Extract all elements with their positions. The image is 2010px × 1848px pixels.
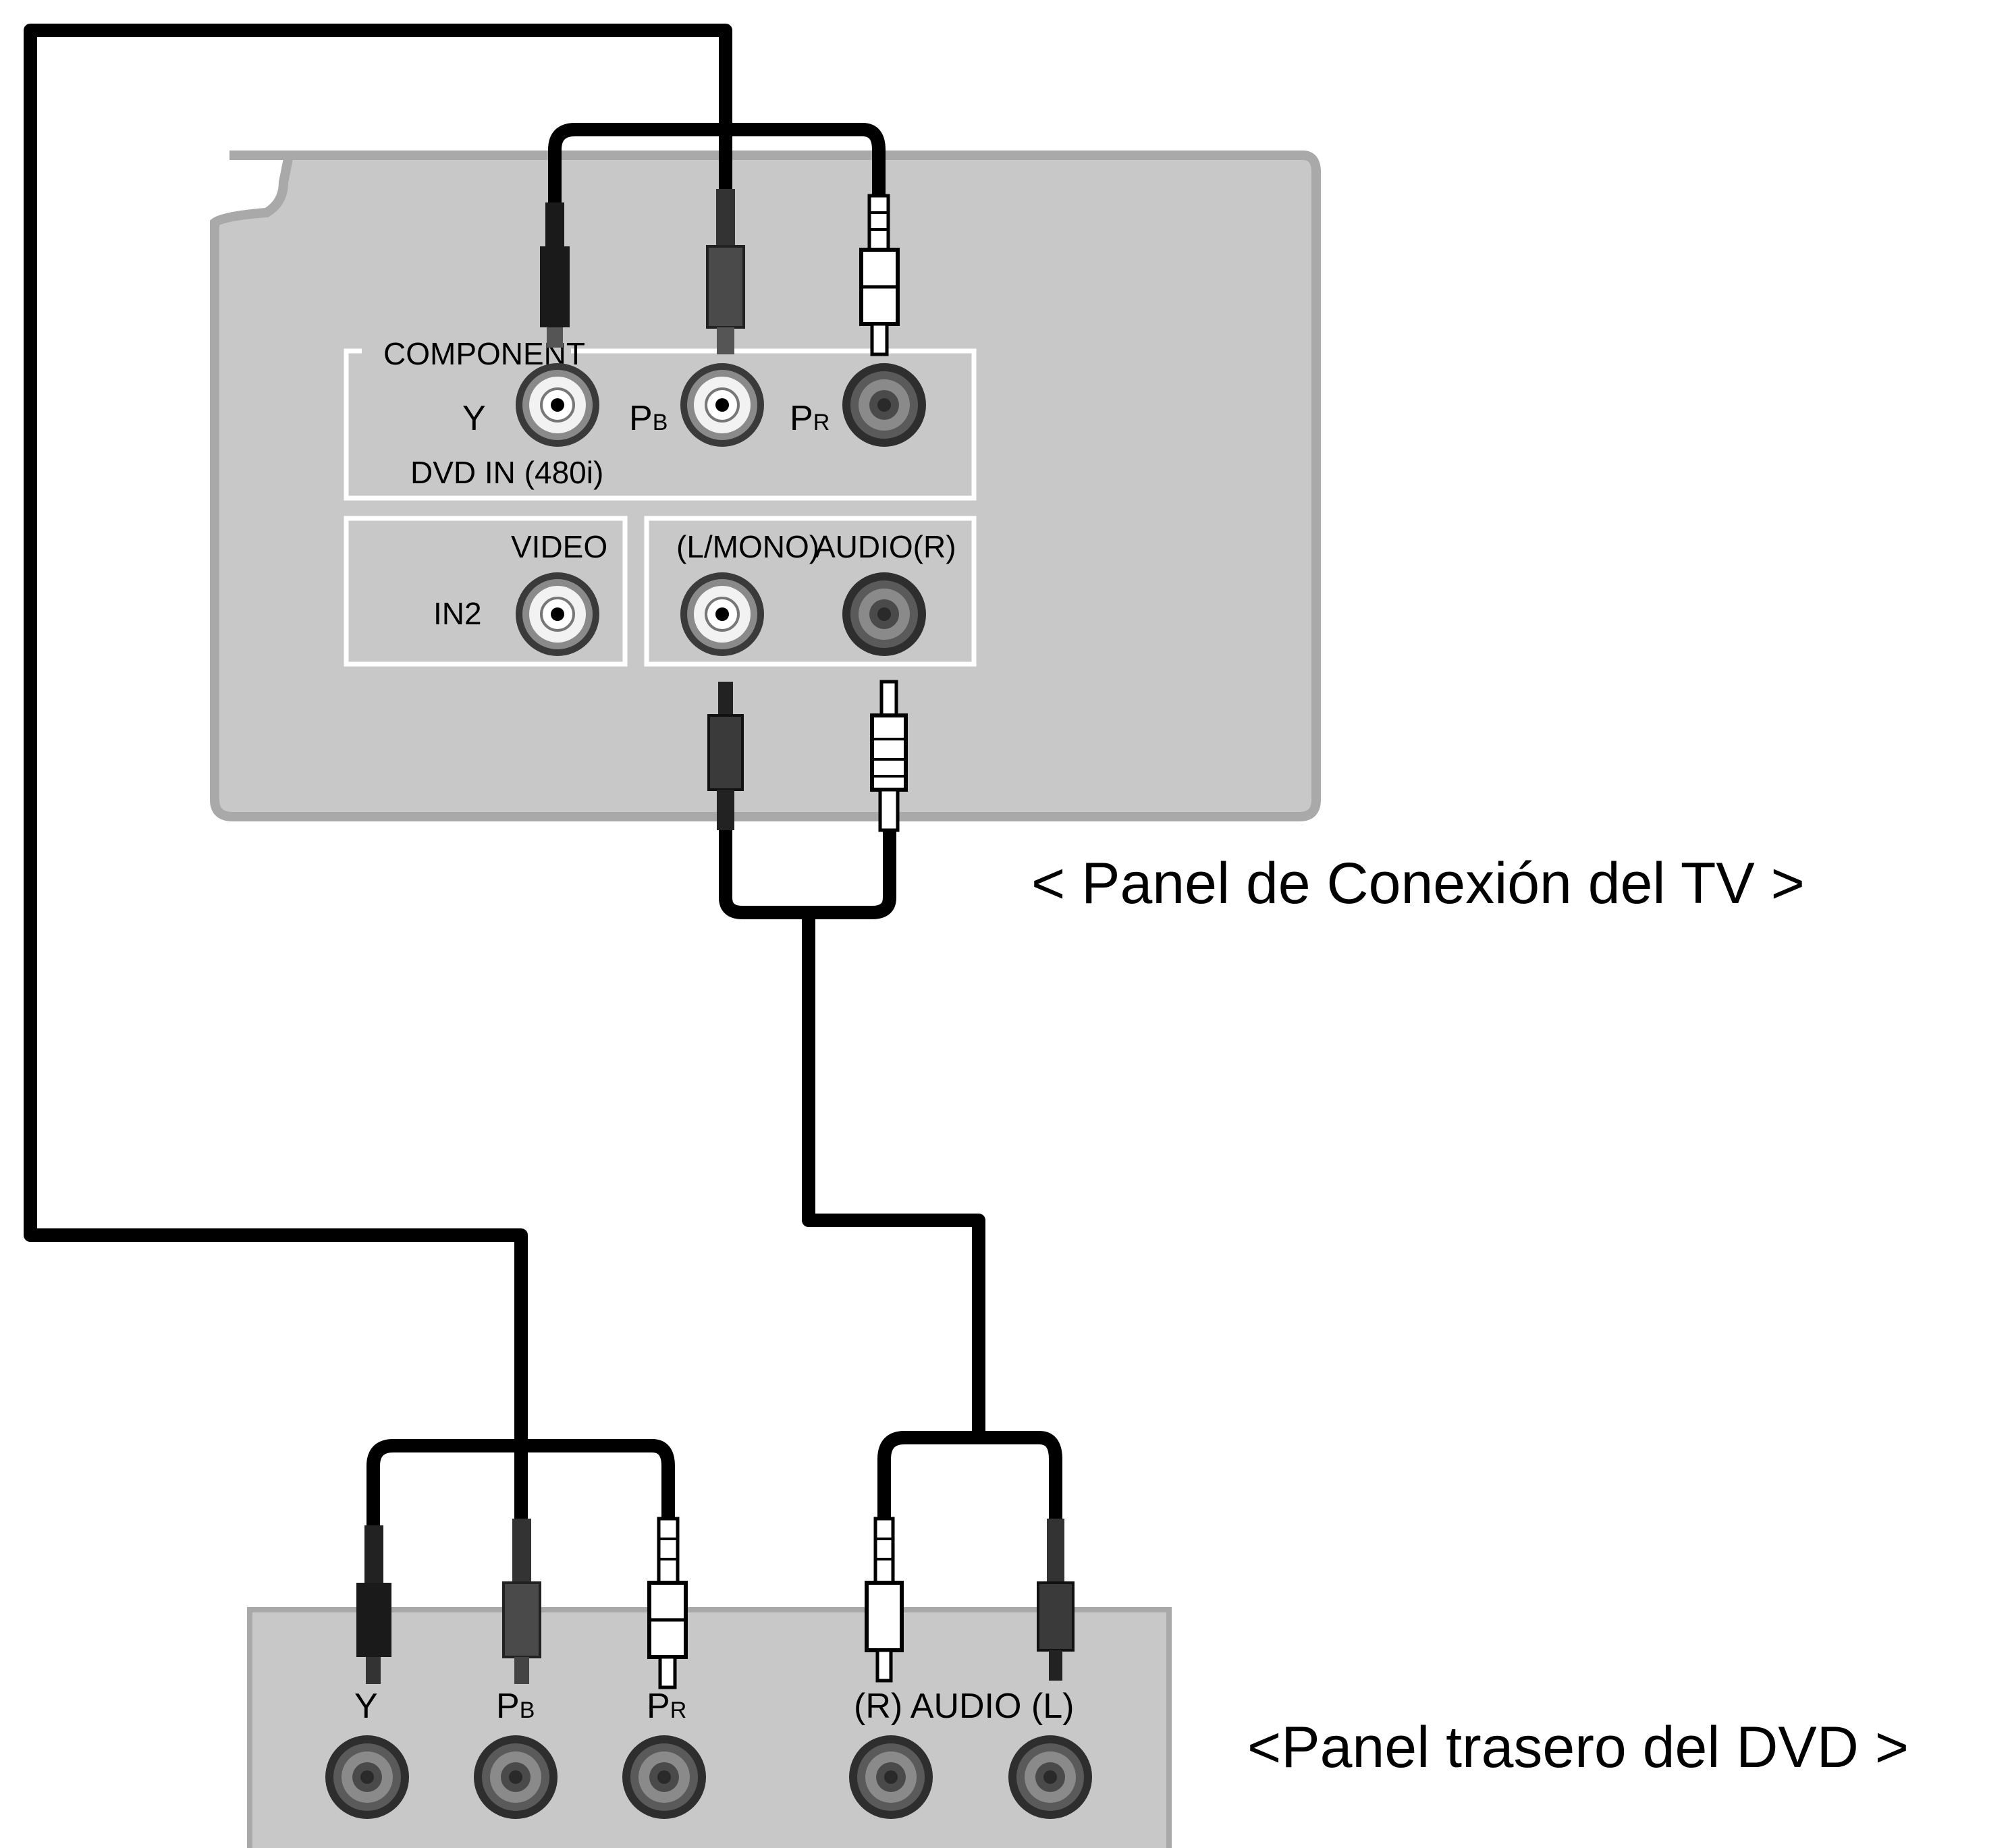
tv-pb-label: PB [629,399,668,438]
tv-panel-caption: < Panel de Conexión del TV > [1031,851,1805,916]
dvd-plugs [356,1517,1075,1689]
component-box [344,348,977,501]
in2-label: IN2 [433,596,482,631]
dvd-pr-label: PR [647,1687,686,1726]
video-box [344,516,628,667]
tv-panel-body [210,151,1321,821]
dvd-labels: Y PB PR (R) AUDIO (L) [354,1687,1074,1726]
video-input-group: VIDEO IN2 [344,516,628,667]
tv-plugs [540,189,908,832]
dvd-jack-pr [622,1735,706,1819]
dvd-pb-label: PB [496,1687,535,1726]
tv-jack-pb [680,363,764,447]
dvd-panel-body [247,1607,1172,1848]
tv-y-label: Y [462,399,486,438]
dvd-jack-audio-r [849,1735,933,1819]
dvd-in-label: DVD IN (480i) [410,455,603,490]
audio-r-label: AUDIO(R) [815,529,956,564]
cable-dvd-audio-loop [877,1431,1062,1525]
cables [24,24,1062,1539]
tv-jack-audio-l [680,572,764,656]
audio-l-mono-label: (L/MONO) [676,529,819,564]
dvd-plug-audio-l [1037,1519,1075,1681]
tv-jacks [516,363,926,656]
cable-tv-component-loop [548,123,886,250]
dvd-plug-pr [647,1517,688,1689]
tv-pr-label: PR [790,399,830,438]
dvd-panel-caption: <Panel trasero del DVD > [1247,1715,1909,1780]
tv-plug-audio-r [870,680,908,832]
dvd-jack-y [325,1735,409,1819]
tv-plug-pr [859,194,900,356]
component-input-group: COMPONENT Y PB PR DVD IN (480i) [344,336,977,501]
cable-tv-audio-loop [719,817,896,919]
dvd-plug-pb [502,1519,541,1684]
dvd-plug-y [356,1525,391,1684]
tv-plug-pb [706,189,745,354]
dvd-y-label: Y [354,1687,378,1726]
tv-jack-y [516,363,599,447]
cable-audio [802,906,985,1443]
tv-jack-pr [842,363,926,447]
tv-plug-audio-l [707,682,744,830]
tv-jack-video-in2 [516,572,599,656]
cable-dvd-component-loop [366,1439,675,1539]
video-label: VIDEO [511,529,607,564]
dvd-jack-pb [474,1735,558,1819]
audio-input-group: (L/MONO) AUDIO(R) [644,516,977,667]
dvd-jacks [325,1735,1092,1819]
tv-jack-audio-r [842,572,926,656]
tv-plug-y [540,202,570,348]
cable-y [24,24,732,1532]
dvd-audio-label: (R) AUDIO (L) [854,1687,1074,1726]
dvd-plug-audio-r [865,1517,904,1683]
audio-box [644,516,977,667]
dvd-jack-audio-l [1008,1735,1092,1819]
